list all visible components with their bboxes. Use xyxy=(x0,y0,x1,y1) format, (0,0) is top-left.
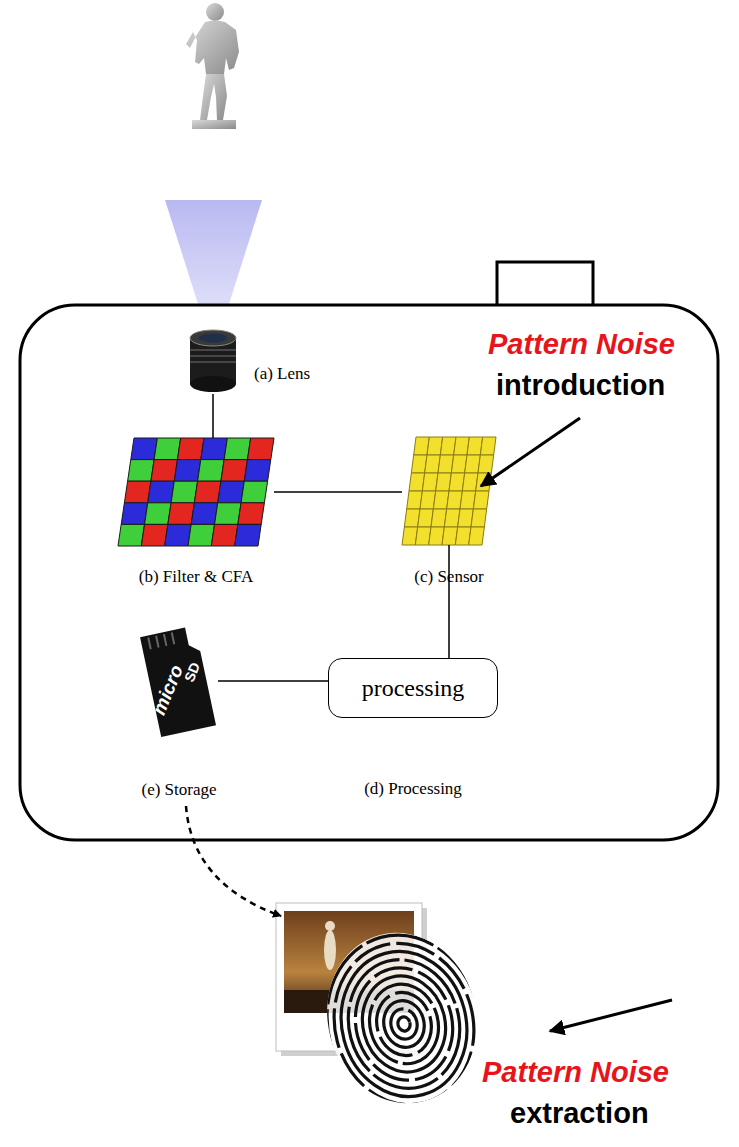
grid-cell xyxy=(194,481,221,503)
grid-cell xyxy=(128,460,155,482)
grid-cell xyxy=(131,438,158,460)
card-logo: micro xyxy=(148,662,188,718)
grid-cell xyxy=(247,438,274,460)
leader-arrow xyxy=(481,418,580,486)
wire xyxy=(212,394,214,438)
lens-top xyxy=(190,330,236,346)
box-text: processing xyxy=(362,675,465,702)
grid-cell xyxy=(174,460,201,482)
fingerprint-ridge xyxy=(379,996,430,1052)
lens-bottom xyxy=(190,376,236,392)
fingerprint-ridge xyxy=(316,927,491,1120)
grid-cell xyxy=(165,524,192,546)
callout-text: extraction xyxy=(510,1097,649,1130)
fingerprint-ridge xyxy=(387,1006,420,1042)
card-logo: SD xyxy=(181,660,203,684)
fingerprint-ridge xyxy=(325,937,483,1110)
cfa-grid xyxy=(118,438,274,546)
fingerprint-ridge xyxy=(307,918,500,1131)
fingerprint-ridge xyxy=(396,1016,411,1033)
grid-cell xyxy=(124,481,151,503)
lens-node: (a) Lens xyxy=(190,330,236,394)
cfa-node: (b) Filter & CFA xyxy=(118,438,274,546)
statue-legs xyxy=(200,74,227,121)
fingerprint-ridges xyxy=(298,908,509,1140)
grid-cell xyxy=(145,503,172,525)
statue xyxy=(186,3,239,129)
lens-ridge xyxy=(190,349,236,351)
statue-torso xyxy=(186,21,239,75)
grid-cell xyxy=(118,524,145,546)
grid-cell xyxy=(211,524,238,546)
grid-cell xyxy=(480,437,496,455)
grid-cell xyxy=(148,481,175,503)
grid-cell xyxy=(218,481,245,503)
grid-cell xyxy=(177,438,204,460)
grid-cell xyxy=(471,509,487,527)
grid-cell xyxy=(191,503,218,525)
callout-text: introduction xyxy=(496,369,665,402)
grid-cell xyxy=(198,460,225,482)
part-caption: (d) Processing xyxy=(364,779,462,799)
grid-cell xyxy=(235,524,262,546)
grid-cell xyxy=(201,438,228,460)
statue-base xyxy=(192,120,236,129)
grid-cell xyxy=(241,481,268,503)
sensor-node: (c) Sensor xyxy=(402,437,496,545)
process-box: processing(d) Processing xyxy=(328,658,498,718)
fingerprint-ground xyxy=(308,916,495,1120)
grid-cell xyxy=(221,460,248,482)
card-contact xyxy=(156,636,158,648)
wire xyxy=(218,680,328,682)
card-shape xyxy=(140,626,216,737)
grid-cell xyxy=(244,460,271,482)
grid-cell xyxy=(171,481,198,503)
part-caption: (a) Lens xyxy=(254,364,310,384)
grid-cell xyxy=(238,503,265,525)
lens-ridge xyxy=(190,361,236,363)
grid-cell xyxy=(473,491,489,509)
photo-statue xyxy=(325,921,335,931)
statue-head xyxy=(206,3,224,21)
lens-icon xyxy=(190,330,236,392)
card-contact xyxy=(148,637,150,649)
grid-cell xyxy=(151,460,178,482)
lens-glass xyxy=(199,334,227,343)
fingerprint-ridge xyxy=(298,908,509,1140)
grid-cell xyxy=(188,524,215,546)
lens-ridge xyxy=(190,355,236,357)
sensor-grid xyxy=(402,437,496,545)
grid-cell xyxy=(154,438,181,460)
wire xyxy=(274,491,402,493)
grid-cell xyxy=(215,503,242,525)
grid-cell xyxy=(121,503,148,525)
grid-cell xyxy=(168,503,195,525)
grid-cell xyxy=(224,438,251,460)
wire xyxy=(448,545,450,658)
part-caption: (b) Filter & CFA xyxy=(139,567,253,587)
transfer-arrow xyxy=(186,806,281,916)
grid-cell xyxy=(141,524,168,546)
card-contact xyxy=(172,632,174,644)
leader-arrow xyxy=(550,1000,672,1031)
grid-cell xyxy=(478,455,494,473)
camera-handle xyxy=(497,262,593,308)
fingerprint xyxy=(298,908,509,1140)
camera-body xyxy=(20,305,718,840)
photo-statue xyxy=(324,930,336,970)
part-caption: (e) Storage xyxy=(141,780,216,800)
callout-title: Pattern Noise xyxy=(488,328,675,361)
microsd-card xyxy=(140,626,216,737)
card-contact xyxy=(164,634,166,646)
part-caption: (c) Sensor xyxy=(414,567,483,587)
callout-title: Pattern Noise xyxy=(482,1056,669,1089)
grid-cell xyxy=(469,527,485,545)
